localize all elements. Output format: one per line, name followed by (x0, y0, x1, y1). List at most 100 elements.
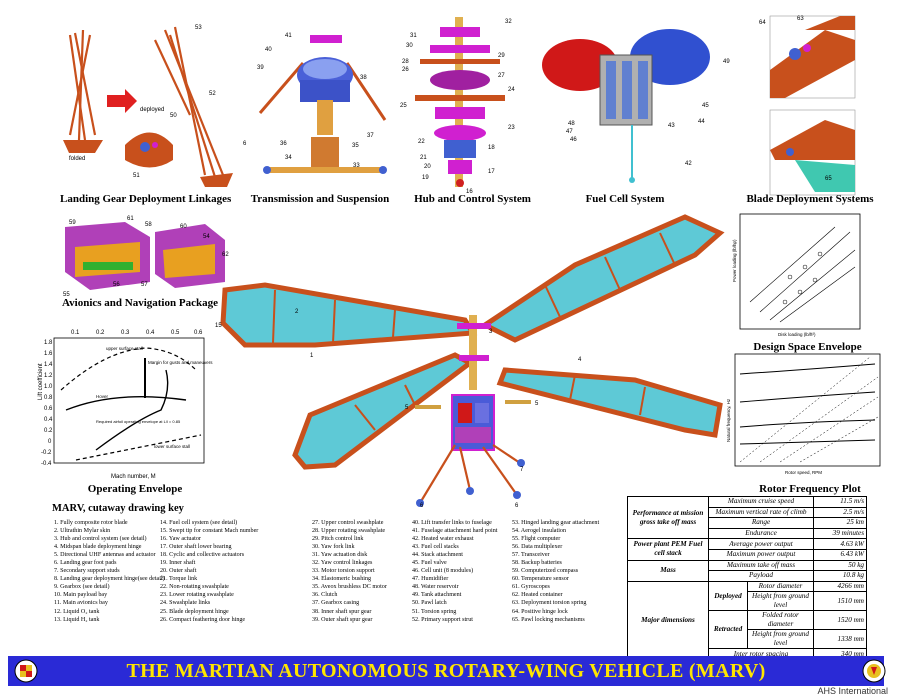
key-item: 34. Elastomeric bushing (312, 576, 372, 583)
key-item: 4. Midspan blade deployment hinge (54, 544, 142, 551)
callout-50: 50 (170, 113, 177, 119)
blade-deploy-drawing: 64 63 65 (759, 15, 856, 196)
key-item: 18. Cyclic and collective actuators (160, 552, 245, 559)
callout-23: 23 (508, 125, 515, 131)
key-item: 27. Upper control swashplate (312, 520, 384, 526)
key-item: 56. Data multiplexer (512, 544, 563, 551)
key-item: 15. Swept tip for constant Mach number (160, 528, 259, 535)
rf-ylabel: Natural frequency, Hz (726, 398, 731, 442)
key-item: 38. Inner shaft spur gear (312, 608, 372, 615)
callout-49: 49 (723, 59, 730, 65)
spec-label: Average power output (708, 538, 814, 550)
caption-design-space: Design Space Envelope (753, 341, 862, 353)
callout-27: 27 (498, 73, 505, 79)
key-item: 1. Fully composite rotor blade (54, 520, 128, 526)
callout-4: 4 (578, 357, 582, 363)
spec-label: Maximum vertical rate of climb (708, 506, 814, 519)
key-item: 36. Clutch (312, 592, 338, 599)
callout-39: 39 (257, 65, 264, 71)
key-item: 12. Liquid O₂ tank (54, 608, 100, 615)
key-item: 52. Primary support strut (412, 616, 473, 623)
callout-19: 19 (422, 175, 429, 181)
oe-ytick: 0 (48, 439, 52, 445)
oe-note-required: Required airfoil operating envelope at L… (96, 419, 181, 424)
callout-24: 24 (508, 87, 515, 93)
key-item: 23. Lower rotating swashplate (160, 592, 234, 599)
title-banner: THE MARTIAN AUTONOMOUS ROTARY-WING VEHIC… (8, 656, 884, 686)
callout-21: 21 (420, 155, 427, 161)
callout-62: 62 (222, 252, 229, 258)
key-item: 43. Fuel cell stacks (412, 544, 459, 551)
caption-transmission: Transmission and Suspension (250, 193, 390, 205)
spec-label: Rotor diameter (747, 580, 814, 593)
key-title: MARV, cutaway drawing key (52, 503, 184, 514)
key-item: 22. Non-rotating swashplate (160, 584, 229, 591)
key-item: 7. Secondary support studs (54, 568, 120, 575)
callout-46: 46 (570, 137, 577, 143)
callout-7: 7 (520, 467, 524, 473)
callout-5-right: 5 (535, 401, 539, 407)
oe-x-ticks: 0.1 0.2 0.3 0.4 0.5 0.6 (71, 330, 203, 336)
callout-22: 22 (418, 139, 425, 145)
callout-6-left: 6 (420, 503, 424, 509)
landing-gear-drawing: 53 52 50 51 6 folded deployed (63, 25, 247, 187)
callout-38: 38 (360, 75, 367, 81)
callout-18: 18 (488, 145, 495, 151)
key-item: 39. Outer shaft spur gear (312, 616, 373, 623)
spec-value: 10.8 kg (813, 570, 867, 582)
key-item: 50. Pawl latch (412, 600, 447, 607)
hub-drawing: 32 31 30 29 28 26 27 24 25 23 22 21 20 1… (400, 17, 515, 195)
key-item: 42. Heated water exhaust (412, 536, 474, 543)
key-item: 3. Hub and control system (see detail) (54, 536, 147, 543)
oe-xtick: 0.1 (71, 330, 80, 336)
spec-label: Height from ground level (747, 591, 814, 612)
spec-value: 11.5 m/s (813, 496, 867, 508)
key-item: 40. Lift transfer links to fuselage (412, 520, 492, 526)
key-item: 24. Swashplate links (160, 600, 211, 607)
callout-15: 15 (215, 323, 222, 329)
oe-ytick: 1.2 (44, 373, 53, 379)
oe-xtick: 0.6 (194, 330, 203, 336)
key-item: 41. Fuselage attachment hard point (412, 528, 498, 535)
key-item: 64. Positive hinge lock (512, 608, 568, 615)
callout-6: 6 (243, 141, 247, 147)
callout-53: 53 (195, 25, 202, 31)
callout-2: 2 (295, 309, 299, 315)
spec-label: Maximum power output (708, 548, 814, 561)
callout-47: 47 (566, 129, 573, 135)
rf-xlabel: Rotor speed, RPM (785, 470, 822, 475)
callout-28: 28 (402, 59, 409, 65)
key-item: 57. Transceiver (512, 552, 550, 559)
callout-6-right: 6 (515, 503, 519, 509)
callout-29: 29 (498, 53, 505, 59)
oe-xtick: 0.2 (96, 330, 105, 336)
callout-45: 45 (702, 103, 709, 109)
callout-35: 35 (352, 143, 359, 149)
key-item: 8. Landing gear deployment hinge(see det… (54, 576, 165, 583)
spec-label: Height from ground level (747, 629, 814, 650)
callout-17: 17 (488, 169, 495, 175)
key-item: 61. Gyroscopes (512, 584, 550, 591)
caption-operating: Operating Envelope (87, 483, 183, 495)
key-item: 55. Flight computer (512, 536, 561, 543)
key-item: 53. Hinged landing gear attachment (512, 520, 600, 526)
oe-xtick: 0.3 (121, 330, 130, 336)
key-item: 2. Ultrathin Mylar skin (54, 528, 111, 535)
callout-42: 42 (685, 161, 692, 167)
spec-label: Payload (708, 570, 814, 582)
key-item: 33. Motor torsion support (312, 568, 375, 575)
footer-credit: AHS International (817, 686, 888, 696)
key-item: 44. Stack attachment (412, 552, 463, 559)
key-item: 51. Torsion spring (412, 608, 457, 615)
oe-note-upper-stall: upper surface stall (106, 346, 143, 351)
callout-5: 5 (405, 405, 409, 411)
oe-xtick: 0.4 (146, 330, 155, 336)
spec-value: 50 kg (813, 559, 867, 572)
spec-sub-deployed: Deployed (708, 580, 748, 612)
key-item: 37. Gearbox casing (312, 600, 360, 607)
oe-ytick: 0.6 (44, 406, 53, 412)
callout-37: 37 (367, 133, 374, 139)
spec-value: 6.43 kW (813, 548, 867, 561)
callout-26: 26 (402, 67, 409, 73)
